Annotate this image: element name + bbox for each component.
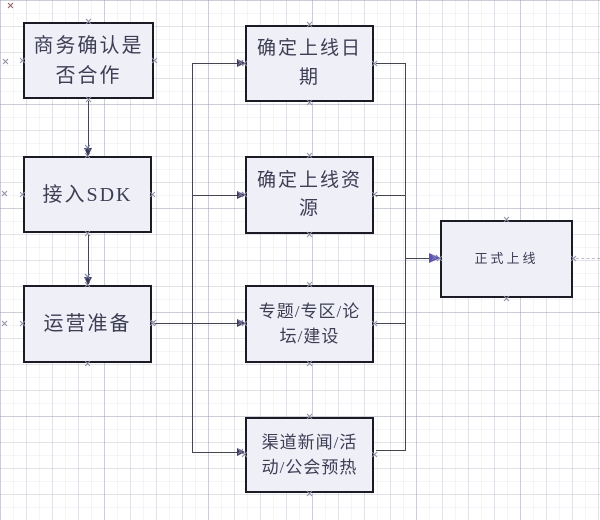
connection-point-handle (306, 490, 313, 497)
connector-resources-out[interactable] (376, 195, 406, 196)
arrowhead-right-icon (237, 191, 245, 199)
connection-point-handle (503, 295, 510, 302)
connector-sdk-to-prep[interactable] (88, 235, 89, 278)
node-label-line: 商务确认是 (33, 34, 144, 57)
arrowhead-right-icon (237, 319, 245, 327)
flow-node-integrate-sdk[interactable]: 接入SDK (23, 156, 152, 233)
connection-point-handle (2, 58, 9, 65)
connector-prep-feed[interactable] (154, 323, 193, 324)
connector-forum-out[interactable] (376, 323, 406, 324)
node-label-line: 接入SDK (42, 183, 133, 206)
node-label-line: 确定上线日 (256, 38, 362, 59)
connector-right-trunk[interactable] (405, 63, 406, 451)
flow-node-topic-zone-forum[interactable]: 专题/专区/论 坛/建设 (245, 285, 374, 363)
node-label-line: 否合作 (55, 64, 122, 87)
connector-right-stub (576, 258, 600, 259)
connector-preheat-out[interactable] (376, 450, 406, 451)
connector-branch-preheat[interactable] (193, 452, 237, 453)
connector-to-official-launch[interactable] (406, 258, 430, 259)
connection-point-handle (306, 231, 313, 238)
node-label-line: 确定上线资 (256, 169, 362, 191)
connection-point-handle (84, 360, 91, 367)
page-corner-handle (7, 2, 14, 9)
node-label-line: 动/公会预热 (261, 458, 358, 477)
arrowhead-final-icon (429, 253, 440, 263)
flow-node-confirm-launch-date[interactable]: 确定上线日 期 (245, 25, 374, 102)
connector-branch-launch-resources[interactable] (193, 195, 237, 196)
flow-node-confirm-launch-resources[interactable]: 确定上线资 源 (245, 156, 374, 234)
connection-point-handle (1, 320, 8, 327)
flow-node-official-launch[interactable]: 正式上线 (440, 220, 573, 298)
connection-point-handle (149, 191, 156, 198)
connection-point-handle (306, 360, 313, 367)
connection-point-handle (306, 281, 313, 288)
arrowhead-down-icon (84, 277, 92, 285)
arrowhead-right-icon (237, 59, 245, 67)
connection-point-handle (19, 320, 26, 327)
connection-point-handle (306, 21, 313, 28)
connection-point-handle (84, 230, 91, 237)
node-label-line: 期 (298, 66, 320, 88)
node-label-line: 正式上线 (474, 251, 539, 267)
node-label-line: 坛/建设 (279, 327, 340, 346)
connection-point-handle (1, 190, 8, 197)
flow-node-channel-news-preheat[interactable]: 渠道新闻/活 动/公会预热 (245, 417, 374, 493)
node-label-line: 源 (298, 198, 320, 219)
arrowhead-down-icon (84, 148, 92, 156)
flow-node-business-confirm[interactable]: 商务确认是 否合作 (23, 22, 154, 99)
connection-point-handle (306, 99, 313, 106)
connector-confirm-to-sdk[interactable] (88, 101, 89, 149)
node-label-line: 专题/专区/论 (258, 301, 361, 321)
connection-point-handle (306, 413, 313, 420)
connection-point-handle (306, 152, 313, 159)
node-label-line: 渠道新闻/活 (261, 432, 358, 452)
connector-left-trunk[interactable] (192, 63, 193, 453)
connector-branch-forum[interactable] (193, 323, 237, 324)
connector-branch-launch-date[interactable] (193, 63, 237, 64)
node-label-line: 运营准备 (43, 313, 132, 335)
arrowhead-right-icon (237, 448, 245, 456)
connection-point-handle (19, 191, 26, 198)
connector-date-out[interactable] (376, 63, 406, 64)
connection-point-handle (85, 18, 92, 25)
flow-node-operations-prep[interactable]: 运营准备 (23, 285, 152, 363)
connection-point-handle (503, 216, 510, 223)
connection-point-handle (371, 451, 378, 458)
connection-point-handle (151, 57, 158, 64)
connection-point-handle (19, 57, 26, 64)
